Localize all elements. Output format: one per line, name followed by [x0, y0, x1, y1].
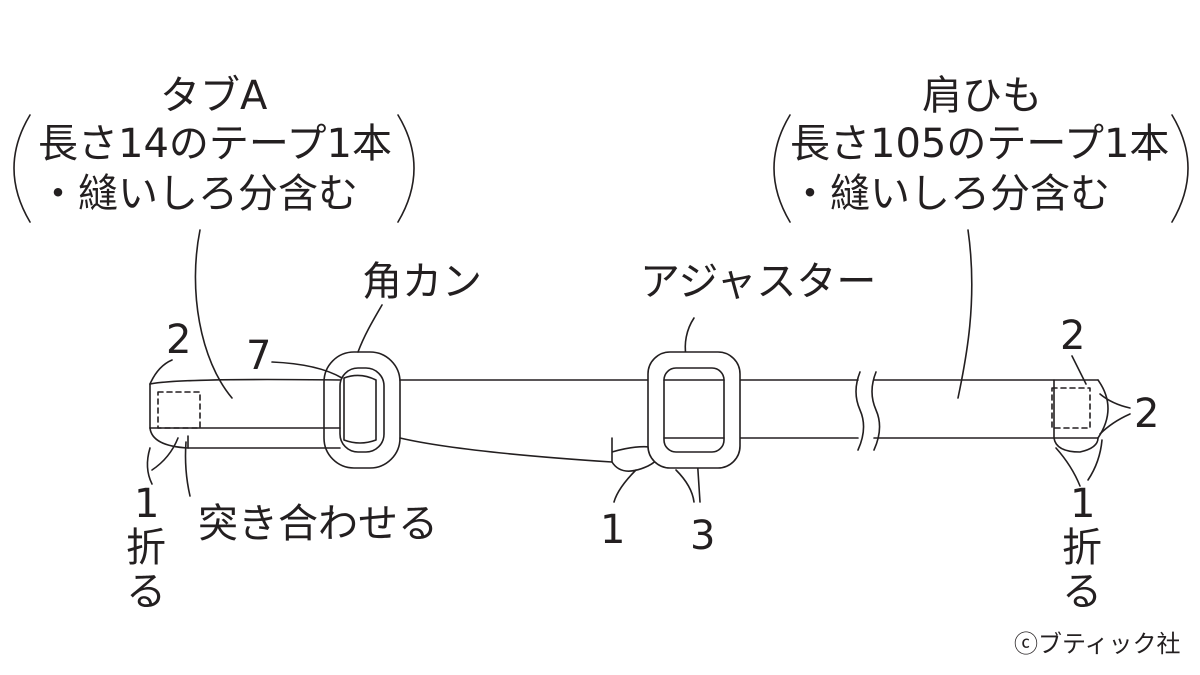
strap-right-fold [1053, 379, 1099, 453]
dim-2-right-leader [1071, 355, 1087, 385]
fold-left-leader [146, 447, 153, 485]
fold-left-leader-2 [151, 437, 179, 471]
tab-a-stitch-square [157, 391, 201, 429]
kakukan-ring-inner [339, 367, 385, 453]
dim-right-fold-height: 2 [1134, 391, 1160, 437]
tab-a-paren-left [13, 114, 31, 223]
tab-a-length: 長さ14のテープ1本 [38, 121, 392, 167]
strap-paren-left [773, 114, 791, 223]
adjuster-strap-through [663, 379, 725, 439]
kakukan-label: 角カン [362, 259, 482, 305]
strap-seam-note: ・縫いしろ分含む [790, 171, 1110, 217]
adjuster-leader [684, 317, 695, 357]
dim-2-left-leader [149, 359, 173, 385]
kakukan-leader [357, 304, 383, 353]
strap-title: 肩ひも [922, 73, 1042, 119]
adjuster-inner [663, 367, 725, 453]
adj-1-leader [613, 469, 637, 503]
strap-paren-right [1171, 114, 1189, 223]
adj-3-leader [675, 469, 695, 503]
tsukiawaseru-leader [184, 441, 191, 497]
dim-left-fold-amount: 1 [134, 481, 160, 527]
fold-right-label: 折る [1062, 525, 1102, 615]
adjuster-outer [647, 351, 741, 469]
kakukan-bar-front [343, 374, 377, 444]
fold-right-leader-2 [1087, 439, 1103, 481]
fold-left-label: 折る [126, 525, 166, 615]
copyright: ⓒブティック社 [1014, 630, 1181, 658]
dim-adjuster-fold: 1 [600, 507, 626, 553]
tab-a-title: タブA [160, 73, 268, 119]
dim-7-leader [271, 361, 343, 379]
adjuster-label: アジャスター [640, 259, 877, 305]
strap-length: 長さ105のテープ1本 [790, 121, 1170, 167]
tab-a-leader [194, 229, 233, 399]
tab-a-paren-right [397, 114, 415, 223]
strap-break-left [855, 371, 865, 451]
strap-leader [957, 229, 973, 399]
tab-a-top [149, 378, 341, 385]
tsukiawaseru-label: 突き合わせる [198, 501, 438, 547]
dim-right-fold-amount: 1 [1070, 481, 1096, 527]
strap-stitch-square [1051, 387, 1091, 429]
dim-right-fold-width: 2 [1060, 313, 1086, 359]
dim-adjuster-overlap: 3 [690, 513, 716, 559]
fold-right-leader [1055, 447, 1081, 487]
dim-2-right-side-leader [1099, 393, 1131, 409]
dim-tab-length: 7 [246, 333, 272, 379]
kakukan-ring-outer [323, 351, 401, 469]
dim-left-fold-width: 2 [166, 317, 192, 363]
strap-bottom-1 [399, 437, 613, 463]
strap-right-end [1097, 379, 1109, 439]
tab-a-seam-note: ・縫いしろ分含む [38, 171, 358, 217]
strap-break-right [871, 371, 881, 451]
